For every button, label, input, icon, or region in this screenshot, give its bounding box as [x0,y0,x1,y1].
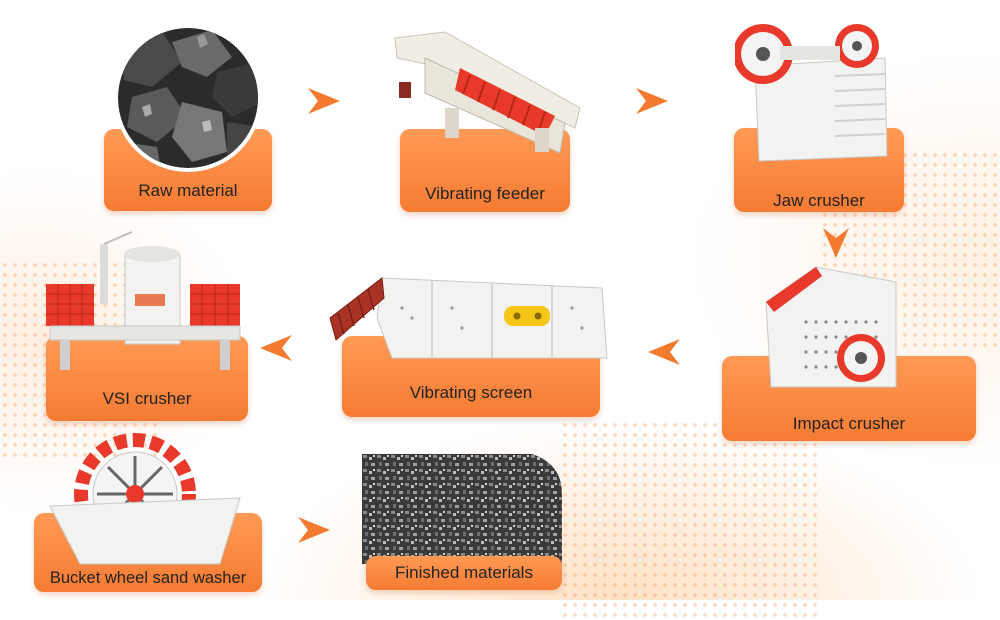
step-label: Vibrating feeder [425,184,545,203]
chevron-arrow-icon [648,339,680,365]
raw-material-image [114,24,262,172]
step-label: Bucket wheel sand washer [49,569,247,587]
vibrating-screen-image [329,277,608,359]
step-label: VSI crusher [102,389,192,408]
step-card: Finished materials [366,556,562,590]
chevron-arrow-icon [260,335,292,361]
step-label: Impact crusher [792,414,906,433]
step-label: Vibrating screen [409,383,533,402]
jaw-crusher-image [735,24,888,162]
vibrating-feeder-image [394,31,581,154]
chevron-arrow-icon [636,88,668,114]
impact-crusher-image [765,266,897,388]
step-label: Raw material [138,181,238,200]
step-label: Jaw crusher [773,191,865,210]
finished-materials-image [362,454,562,564]
bucket-wheel-sand-washer-image [49,433,241,565]
chevron-arrow-icon [298,517,330,543]
chevron-arrow-icon [308,88,340,114]
step-label: Finished materials [395,563,533,582]
background-dots [560,420,820,620]
step-card: VSI crusher [46,336,248,421]
chevron-arrow-icon [823,228,849,258]
vsi-crusher-image [46,231,241,370]
